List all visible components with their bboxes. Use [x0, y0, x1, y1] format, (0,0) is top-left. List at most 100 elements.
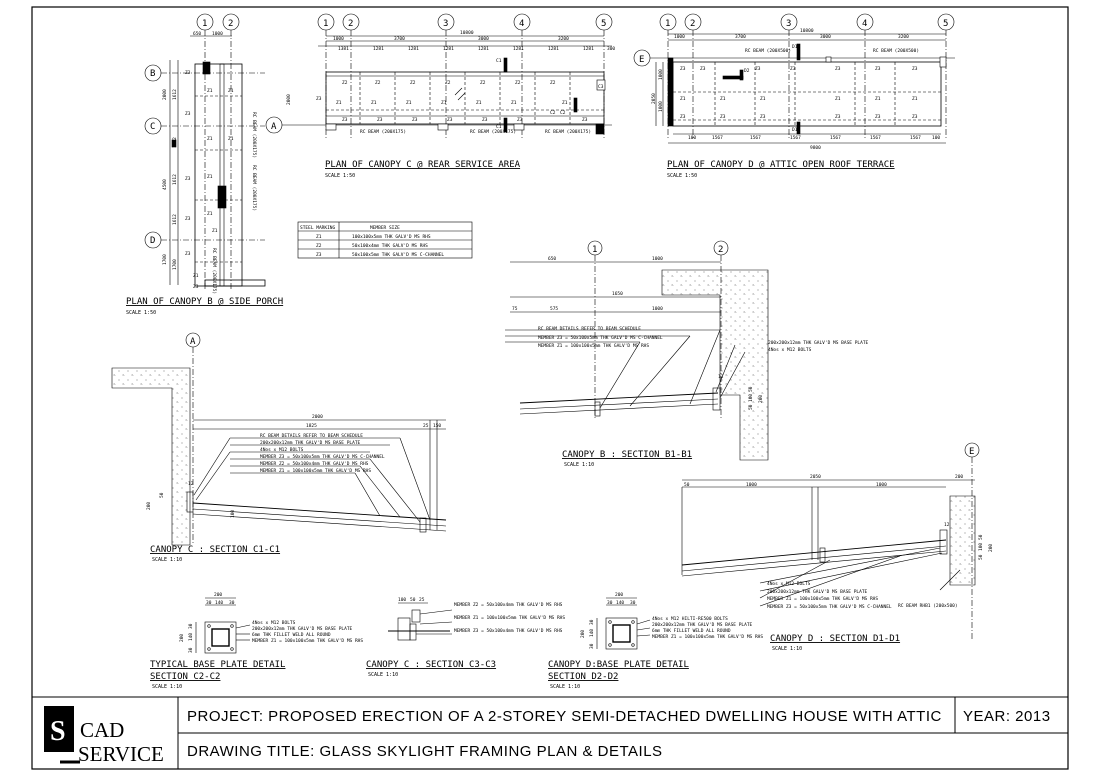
dimension-label: 150 — [433, 423, 441, 429]
member-label: Z3 — [193, 284, 199, 290]
section-mark: D1 — [792, 127, 798, 133]
dimension-label: 200 — [758, 395, 764, 403]
member-label: Z1 — [371, 100, 377, 106]
dimension-label: 575 — [550, 306, 558, 312]
member-label: Z1 — [207, 211, 213, 217]
dimension-label: 100 — [688, 135, 696, 141]
dimension-label: 100 — [230, 510, 236, 518]
dimension-label: 30 — [607, 600, 613, 606]
dimension-label: 1000 — [658, 101, 664, 112]
dimension-label: 1381 — [338, 46, 349, 52]
dimension-label: 1000 — [658, 69, 664, 80]
section-mark: D1 — [792, 44, 798, 50]
plan-canopy-d — [633, 13, 955, 144]
beam-label: RC BEAM (200X175) — [545, 129, 591, 135]
dimension-label: 1700 — [162, 254, 168, 265]
dimension-label: 200 — [214, 592, 222, 598]
dimension-label: 200 — [580, 630, 586, 638]
section-mark: C2 — [560, 110, 566, 116]
member-label: Z3 — [760, 114, 766, 120]
grid-label: D — [150, 236, 155, 246]
plan-d-scale: SCALE 1:50 — [667, 173, 697, 179]
base-plate-title: TYPICAL BASE PLATE DETAIL — [150, 660, 285, 670]
table-cell: Z2 — [316, 243, 322, 249]
table-cell: Z1 — [316, 234, 322, 240]
dimension-label: 200 — [988, 544, 994, 552]
dimension-label: 2000 — [162, 89, 168, 100]
dimension-label: 30 — [630, 600, 636, 606]
dimension-label: 1567 — [712, 135, 723, 141]
dimension-label: 300 — [607, 46, 615, 52]
section-d1-title: CANOPY D : SECTION D1-D1 — [770, 634, 900, 644]
beam-label: RC BEAM (200X500) — [873, 48, 919, 54]
member-label: Z2 — [445, 80, 451, 86]
callout-note: MEMBER Z1 = 100x100x5mm THK GALV'D MS RH… — [252, 638, 363, 644]
grid-label: A — [271, 122, 277, 132]
logo-text: CAD — [80, 718, 124, 742]
section-b1-text: 1 2 650 1000 1650 75 575 1000 RC BEAM DE… — [512, 245, 869, 468]
dimension-label: 1000 — [652, 306, 663, 312]
dimension-label: 100 — [932, 135, 940, 141]
member-label: Z3 — [680, 114, 686, 120]
table-cell: Z3 — [316, 252, 322, 258]
dimension-label: 50 — [978, 554, 984, 560]
beam-label: RC BEAM (200X175) — [360, 129, 406, 135]
dimension-label: 2000 — [286, 94, 292, 105]
member-label: Z3 — [680, 66, 686, 72]
section-c3-text: 100 50 25 MEMBER Z2 = 50x100x4mm THK GAL… — [366, 597, 565, 678]
dimension-label: 1612 — [172, 137, 178, 148]
base-plate-scale: SCALE 1:10 — [152, 684, 182, 690]
member-size-table-text: STEEL MARKING MEMBER SIZE Z1 100x100x5mm… — [300, 225, 444, 258]
member-label: Z1 — [406, 100, 412, 106]
dimension-label: 30 — [589, 619, 595, 625]
base-plate-c2 — [195, 597, 251, 654]
member-label: Z2 — [515, 80, 521, 86]
logo-letter: S — [50, 716, 66, 747]
member-label: Z3 — [185, 111, 191, 117]
grid-label: 4 — [862, 19, 867, 29]
callout-note: 6mm THK FILLET WELD ALL ROUND — [252, 632, 331, 638]
member-label: Z3 — [185, 251, 191, 257]
member-label: Z3 — [517, 117, 523, 123]
grid-label: B — [150, 69, 155, 79]
project-title: PROJECT: PROPOSED ERECTION OF A 2-STOREY… — [187, 708, 942, 725]
member-label: Z1 — [207, 174, 213, 180]
member-label: Z1 — [193, 273, 199, 279]
member-label: Z3 — [185, 70, 191, 76]
member-label: Z1 — [912, 96, 918, 102]
dimension-label: 1612 — [172, 174, 178, 185]
member-label: Z1 — [336, 100, 342, 106]
dimension-label: 3700 — [394, 36, 405, 42]
beam-label: RC BEAM (200X175) — [251, 112, 257, 158]
grid-label: E — [639, 55, 644, 65]
dimension-label: 1281 — [548, 46, 559, 52]
dimension-label: 50 — [748, 386, 754, 392]
base-plate-c2-text: 200 30 140 30 200 30 140 30 4Nos x M12 B… — [150, 592, 363, 690]
dimension-label: 9800 — [810, 145, 821, 151]
member-label: Z1 — [875, 96, 881, 102]
callout-note: 200x200x12mm THK GALV'D MS BASE PLATE — [260, 440, 361, 446]
member-label: Z1 — [720, 96, 726, 102]
callout-note: RC BEAM DETAILS REFER TO BEAM SCHEDULE — [538, 326, 641, 332]
grid-label: 2 — [690, 19, 695, 29]
section-b1 — [505, 240, 769, 461]
callout-note: 4Nos x M12 BOLTS — [252, 620, 296, 626]
member-label: Z2 — [342, 80, 348, 86]
project-year: YEAR: 2013 — [963, 708, 1051, 725]
dimension-label: 25 — [419, 597, 425, 603]
dimension-label: 10800 — [800, 28, 814, 34]
member-label: Z3 — [185, 176, 191, 182]
dimension-label: 1825 — [306, 423, 317, 429]
dimension-label: 1567 — [790, 135, 801, 141]
base-plate-d2 — [596, 597, 651, 650]
section-c1-scale: SCALE 1:10 — [152, 557, 182, 563]
dimension-label: 1567 — [750, 135, 761, 141]
member-label: Z3 — [912, 114, 918, 120]
sheet-border — [31, 6, 1069, 770]
member-label: Z1 — [207, 88, 213, 94]
callout-note: 4Nos x M12 BOLTS — [260, 447, 304, 453]
dimension-label: 100 — [398, 597, 406, 603]
grid-label: A — [190, 337, 196, 347]
member-label: Z3 — [912, 66, 918, 72]
